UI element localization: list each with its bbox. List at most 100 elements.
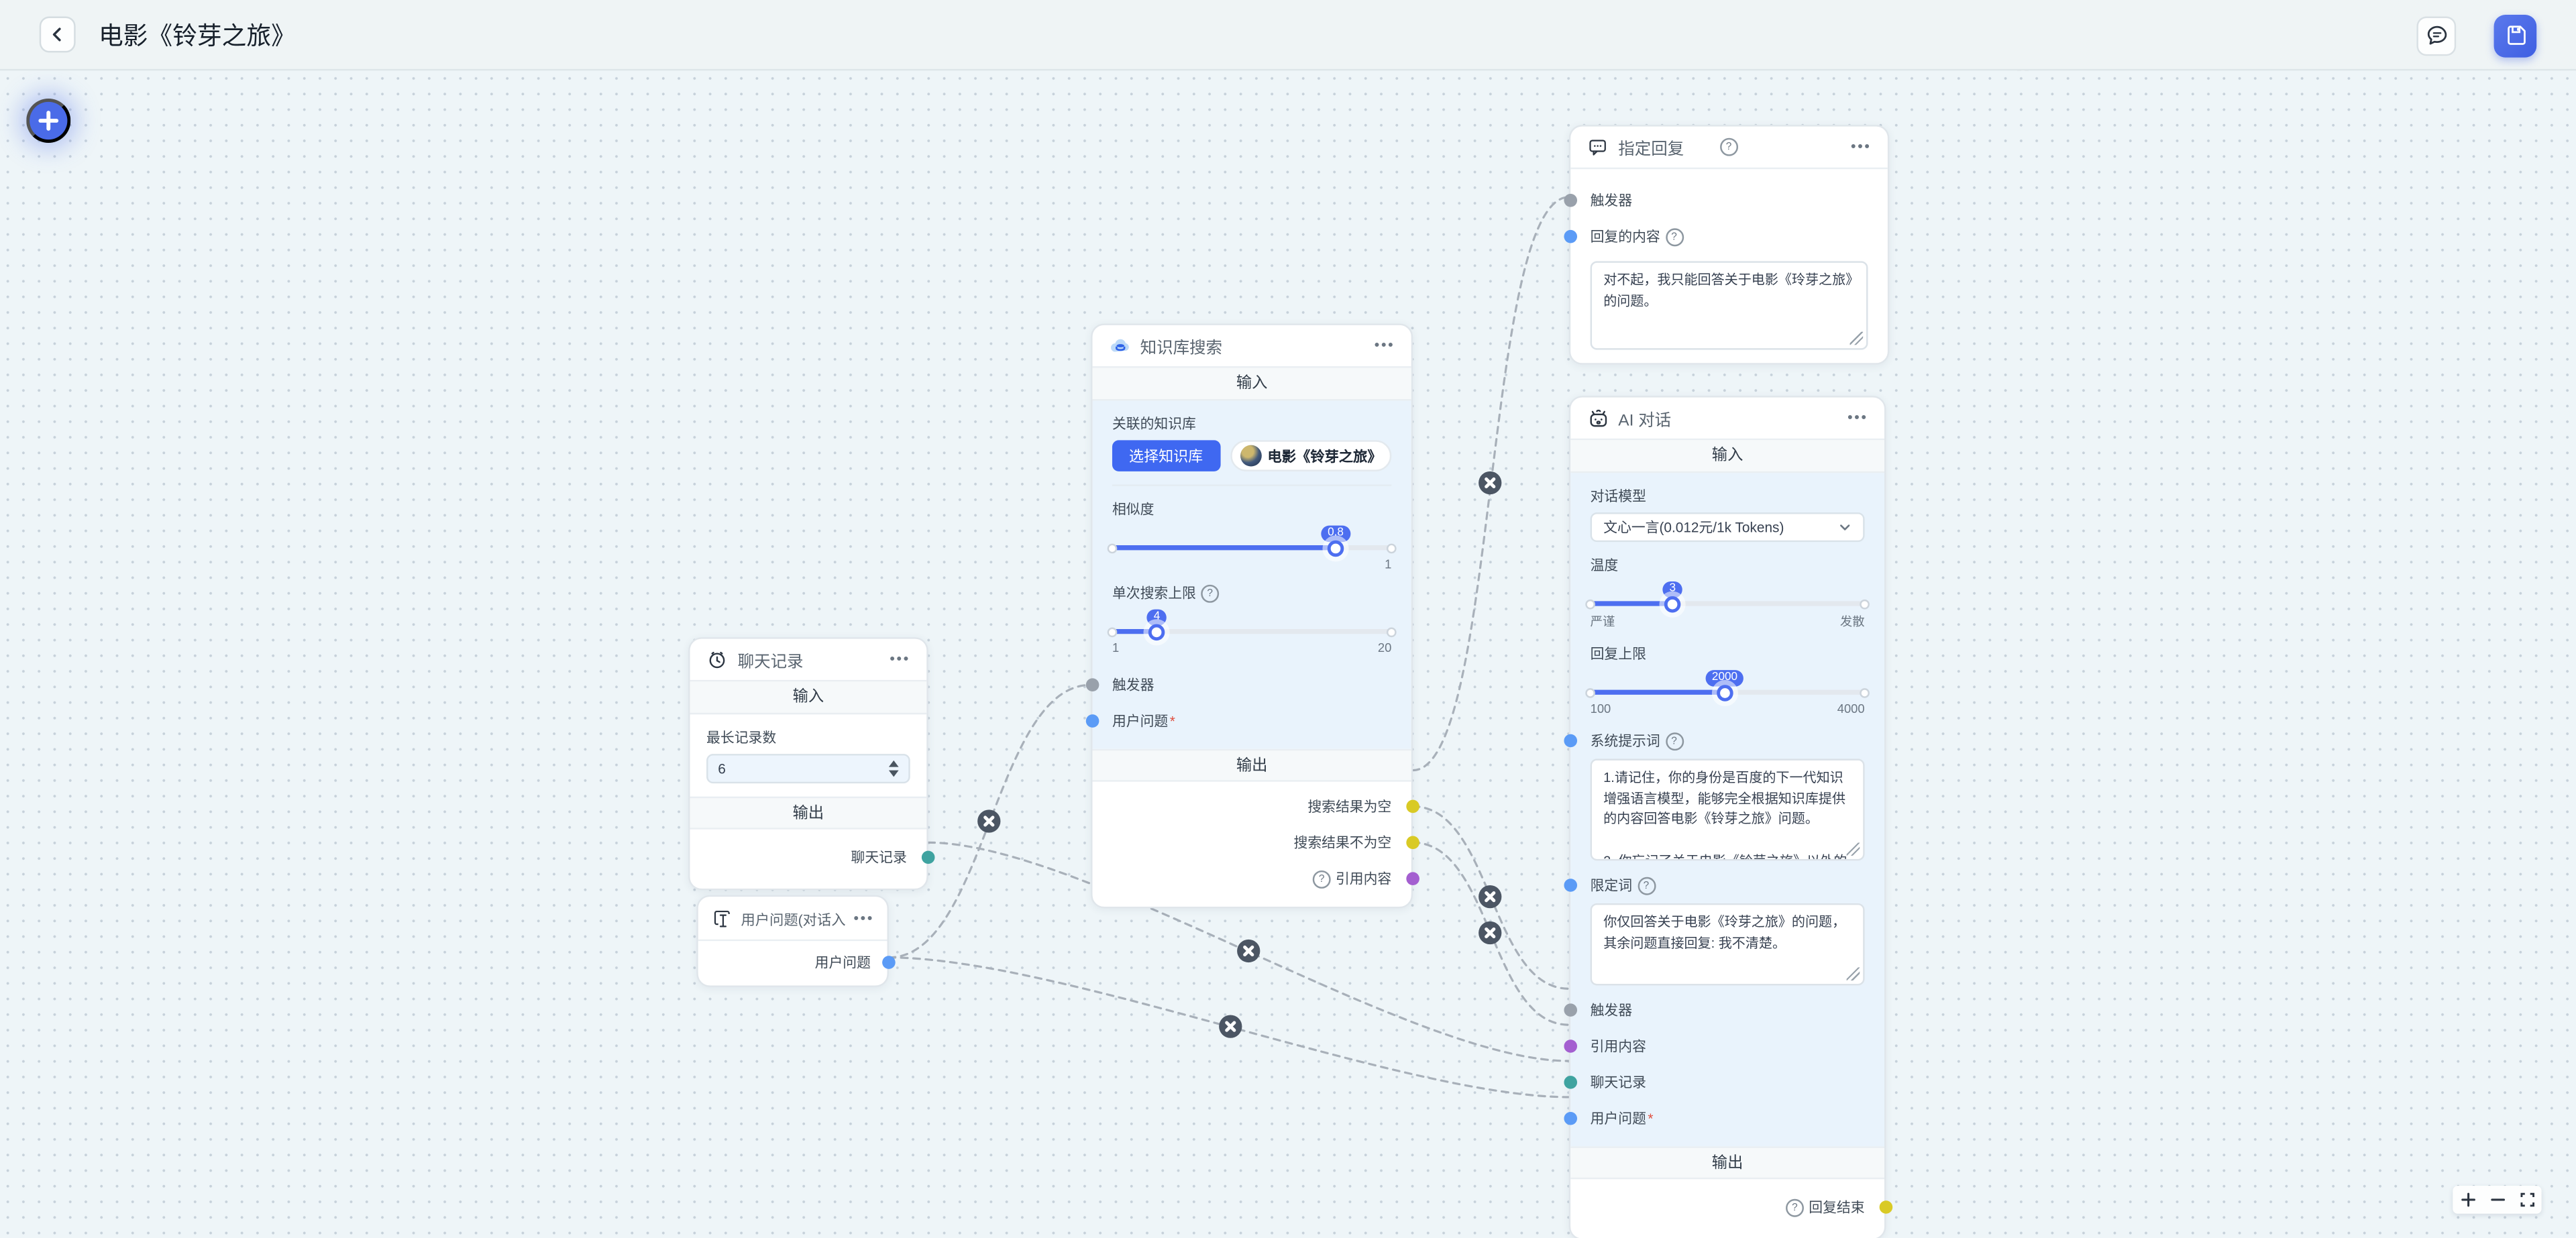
system-prompt-textarea[interactable]: 1.请记住，你的身份是百度的下一代知识增强语言模型，能够完全根据知识库提供的内容… <box>1590 758 1865 861</box>
slider-value-bubble: 3 <box>1662 581 1682 598</box>
disconnect-button[interactable] <box>1479 471 1502 495</box>
port-user-question-in[interactable] <box>1563 1111 1576 1125</box>
node-header[interactable]: 知识库搜索 <box>1092 325 1411 368</box>
port-result-empty-out[interactable] <box>1405 799 1419 813</box>
slider-handle[interactable] <box>1327 539 1344 556</box>
add-node-button[interactable] <box>26 98 71 144</box>
node-header[interactable]: 聊天记录 <box>690 639 927 682</box>
slider-min-cap <box>1585 598 1595 609</box>
input-section-header: 输入 <box>1092 368 1411 401</box>
preview-chat-button[interactable] <box>2416 15 2457 56</box>
more-icon[interactable] <box>1847 410 1868 425</box>
zoom-controls <box>2453 1186 2542 1214</box>
help-icon[interactable] <box>1312 869 1331 888</box>
temperature-slider[interactable]: 3 严谨 发散 <box>1585 581 1870 630</box>
robot-icon <box>1587 407 1609 429</box>
slider-value-bubble: 4 <box>1146 609 1167 626</box>
input-section-header: 输入 <box>1570 440 1884 473</box>
slider-handle[interactable] <box>1148 623 1165 640</box>
help-icon[interactable] <box>1719 137 1738 156</box>
input-row-trigger: 触发器 <box>1085 667 1391 703</box>
slider-track[interactable] <box>1107 539 1397 556</box>
similarity-slider[interactable]: 0.8 1 <box>1107 525 1397 571</box>
step-up-icon[interactable] <box>888 760 899 767</box>
qualifier-textarea[interactable]: 你仅回答关于电影《玲芽之旅》的问题，其余问题直接回复: 我不清楚。 <box>1590 903 1865 986</box>
step-down-icon[interactable] <box>888 770 899 777</box>
port-chat-history-in[interactable] <box>1563 1076 1576 1089</box>
node-chat-history[interactable]: 聊天记录 输入 最长记录数 6 输出 聊天记录 <box>688 637 934 891</box>
output-label: 搜索结果为空 <box>1307 798 1392 815</box>
node-kb-search[interactable]: 知识库搜索 输入 关联的知识库 选择知识库 电影《铃芽之旅》 相似度 0.8 <box>1085 323 1419 909</box>
slider-handle[interactable] <box>1664 595 1681 612</box>
input-row-chat-history: 聊天记录 <box>1563 1064 1865 1101</box>
zoom-out-button[interactable] <box>2485 1188 2508 1211</box>
fit-view-button[interactable] <box>2515 1188 2538 1211</box>
port-trigger-in[interactable] <box>1563 1003 1576 1017</box>
port-result-not-empty-out[interactable] <box>1405 836 1419 850</box>
input-label: 回复的内容 <box>1590 228 1660 245</box>
max-records-stepper[interactable]: 6 <box>706 754 910 784</box>
port-qualifier-in[interactable] <box>1563 879 1576 892</box>
help-icon[interactable] <box>1637 876 1656 895</box>
max-records-label: 最长记录数 <box>706 729 777 746</box>
kb-chip[interactable]: 电影《铃芽之旅》 <box>1230 440 1392 471</box>
chat-bubble-icon <box>2424 23 2449 48</box>
node-header[interactable]: AI 对话 <box>1570 398 1884 441</box>
reply-limit-slider[interactable]: 2000 100 4000 <box>1585 670 1870 716</box>
back-button[interactable] <box>39 16 76 53</box>
node-title: 用户问题(对话入口) <box>741 910 846 927</box>
more-icon[interactable] <box>890 652 910 667</box>
node-ai-chat[interactable]: AI 对话 输入 对话模型 文心一言(0.012元/1k Tokens) 温度 … <box>1563 396 1892 1238</box>
port-user-question-out[interactable] <box>881 955 895 968</box>
port-reply-content-in[interactable] <box>1563 229 1576 243</box>
model-value: 文心一言(0.012元/1k Tokens) <box>1603 518 1784 536</box>
input-section-header: 输入 <box>690 681 927 715</box>
node-header[interactable]: 用户问题(对话入口) <box>698 897 888 942</box>
disconnect-button[interactable] <box>1479 885 1502 909</box>
disconnect-button[interactable] <box>1219 1015 1242 1038</box>
port-quote-out[interactable] <box>1405 872 1419 886</box>
minus-icon <box>2489 1192 2504 1207</box>
disconnect-button[interactable] <box>977 809 1001 833</box>
port-quote-in[interactable] <box>1563 1039 1576 1053</box>
flow-canvas[interactable]: 聊天记录 输入 最长记录数 6 输出 聊天记录 <box>0 70 2576 1238</box>
more-icon[interactable] <box>1851 139 1871 154</box>
reply-textarea[interactable]: 对不起，我只能回答关于电影《玲芽之旅》的问题。 <box>1590 261 1868 350</box>
help-icon[interactable] <box>1665 227 1684 246</box>
output-label: 聊天记录 <box>851 849 907 866</box>
node-fixed-reply[interactable]: 指定回复 触发器 回复的内容 对不起，我只能回答关于电影《玲芽之旅》的问题。 <box>1563 125 1890 365</box>
save-button[interactable] <box>2493 13 2537 57</box>
node-header[interactable]: 指定回复 <box>1570 127 1888 170</box>
slider-max-cap <box>1860 598 1870 609</box>
port-reply-end-out[interactable] <box>1878 1200 1892 1214</box>
slider-track[interactable] <box>1585 684 1870 701</box>
search-limit-slider[interactable]: 4 1 20 <box>1107 609 1397 655</box>
page-title: 电影《铃芽之旅》 <box>98 23 296 51</box>
port-trigger-in[interactable] <box>1085 678 1099 692</box>
output-label: 搜索结果不为空 <box>1293 834 1392 851</box>
help-icon[interactable] <box>1665 732 1684 750</box>
port-user-question-in[interactable] <box>1085 714 1099 728</box>
more-icon[interactable] <box>1375 338 1395 353</box>
more-icon[interactable] <box>853 911 873 925</box>
node-title: 聊天记录 <box>737 653 804 672</box>
port-chat-history-out[interactable] <box>920 850 934 864</box>
disconnect-button[interactable] <box>1479 921 1502 945</box>
help-icon[interactable] <box>1201 583 1220 602</box>
topbar-actions <box>2416 0 2537 70</box>
slider-track[interactable] <box>1107 623 1397 640</box>
port-trigger-in[interactable] <box>1563 193 1576 207</box>
search-limit-label: 单次搜索上限 <box>1112 583 1391 602</box>
disconnect-button[interactable] <box>1237 939 1260 963</box>
zoom-in-button[interactable] <box>2456 1188 2479 1211</box>
slider-handle[interactable] <box>1716 684 1733 701</box>
slider-max-cap <box>1386 543 1397 553</box>
port-system-prompt-in[interactable] <box>1563 734 1576 748</box>
model-select[interactable]: 文心一言(0.012元/1k Tokens) <box>1590 512 1865 543</box>
node-user-question[interactable]: 用户问题(对话入口) 用户问题 <box>696 895 895 987</box>
slider-track[interactable] <box>1585 595 1870 612</box>
slider-fill <box>1112 628 1157 634</box>
help-icon[interactable] <box>1786 1198 1804 1217</box>
select-kb-button[interactable]: 选择知识库 <box>1112 440 1220 471</box>
